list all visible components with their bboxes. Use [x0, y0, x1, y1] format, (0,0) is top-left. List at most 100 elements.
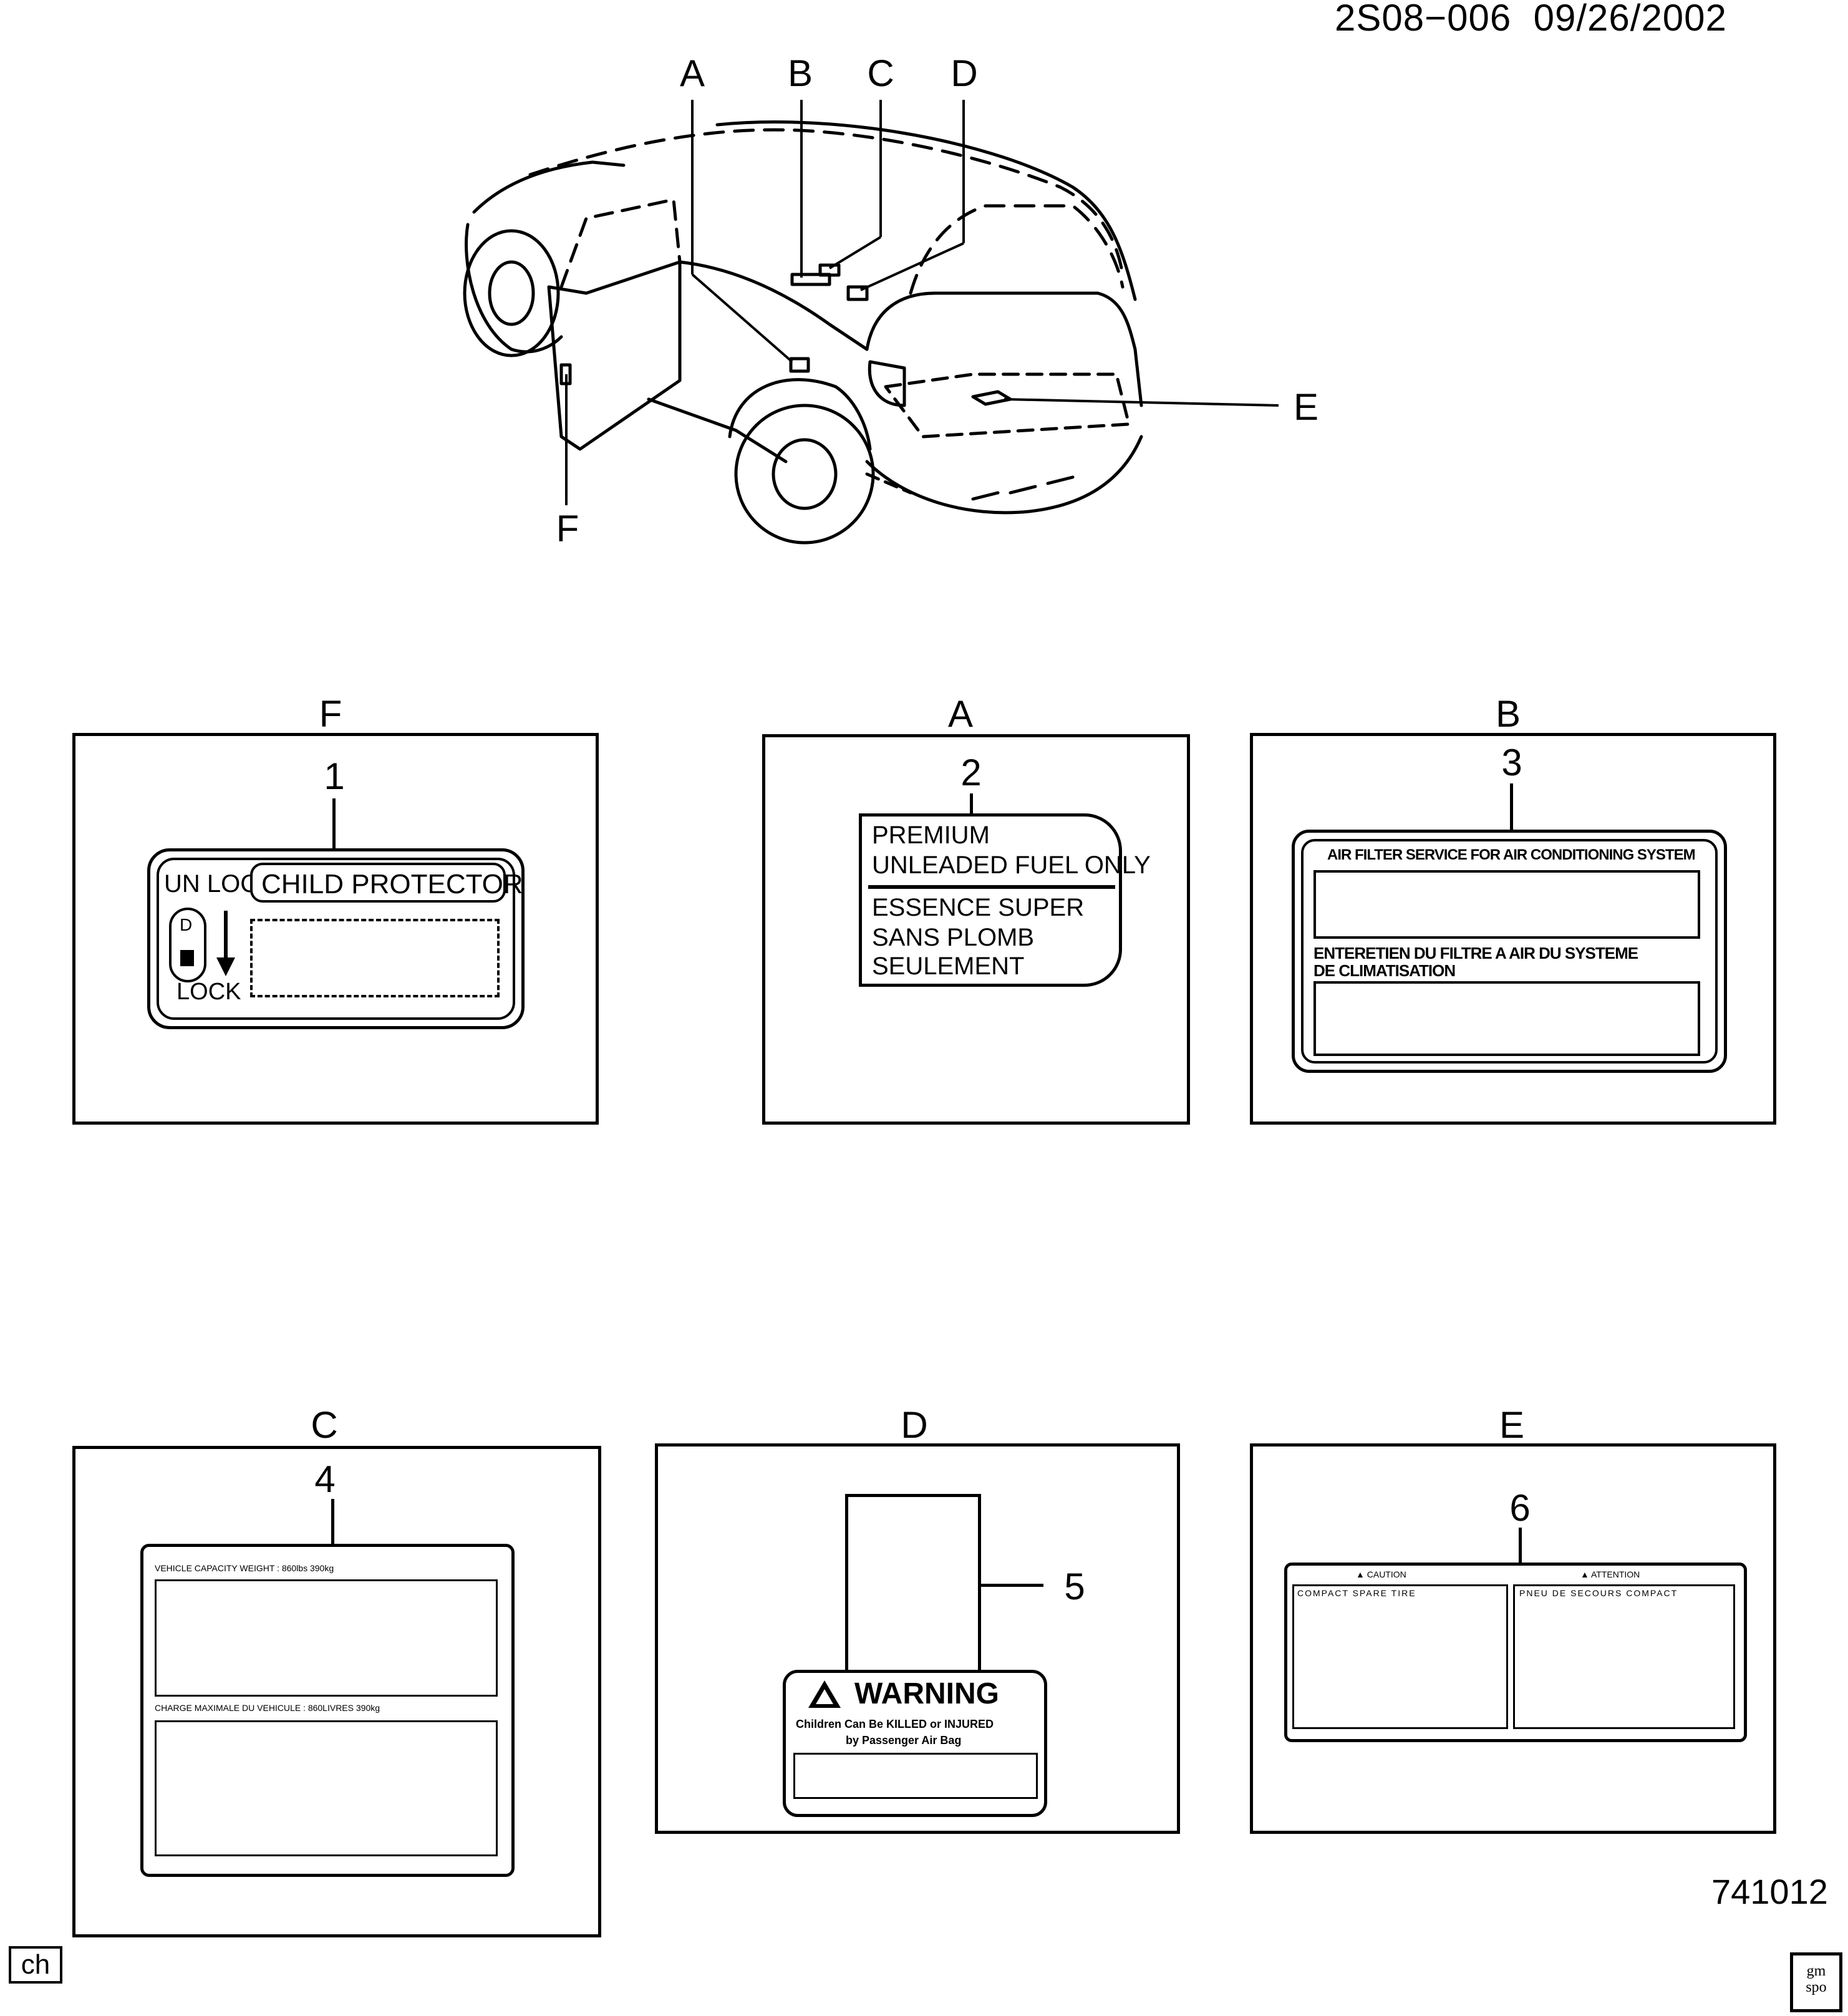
fuel-line-sans-plomb: SANS PLOMB: [872, 924, 1035, 951]
label-marker-d: [846, 285, 869, 301]
callout-e: E: [1293, 386, 1319, 428]
item-6-leader: [1519, 1528, 1522, 1565]
fuel-divider: [868, 885, 1115, 889]
vehicle-liftgate-glass: [909, 204, 1125, 295]
panel-a-letter: A: [947, 693, 974, 735]
vehicle-door-window: [559, 198, 682, 289]
air-filter-title-fr-2: DE CLIMATISATION: [1313, 961, 1456, 980]
vehicle-taillight-left: [868, 360, 906, 407]
capacity-weight-label: VEHICLE CAPACITY WEIGHT : 860lbs 390kg C…: [140, 1544, 515, 1877]
spo-logo-text: spo: [1806, 1979, 1827, 1995]
spare-caution-en: ▲ CAUTION: [1356, 1569, 1406, 1579]
airbag-label-tab: [845, 1494, 981, 1681]
item-1-number: 1: [324, 755, 345, 797]
panel-e-letter: E: [1499, 1404, 1525, 1446]
panel-a: 2 PREMIUM UNLEADED FUEL ONLY ESSENCE SUP…: [762, 734, 1190, 1125]
panel-c: 4 VEHICLE CAPACITY WEIGHT : 860lbs 390kg…: [72, 1446, 601, 1937]
panel-f: 1 UN LOCK LOCK D CHILD PROTECTOR: [72, 733, 599, 1125]
callout-c: C: [867, 52, 894, 94]
callout-a: A: [679, 52, 705, 94]
callout-d: D: [951, 52, 978, 94]
callout-b: B: [787, 52, 813, 94]
capacity-line-en: VEHICLE CAPACITY WEIGHT : 860lbs 390kg: [155, 1563, 334, 1573]
vehicle-front-wheel: [463, 229, 560, 357]
airbag-warning-label: WARNING Children Can Be KILLED or INJURE…: [783, 1670, 1047, 1817]
spare-tire-label: ▲ CAUTION ▲ ATTENTION COMPACT SPARE TIRE…: [1284, 1563, 1747, 1742]
item-6-number: 6: [1509, 1487, 1531, 1529]
panel-b-letter: B: [1495, 693, 1521, 735]
vehicle-overview-illustration: [463, 100, 1279, 545]
lock-switch-graphic: D: [169, 908, 206, 982]
vehicle-side-trim: [865, 472, 912, 495]
vehicle-rear-hub: [772, 438, 838, 510]
fuel-line-seulement: SEULEMENT: [872, 952, 1025, 980]
gm-spo-logo: gm spo: [1790, 1952, 1842, 2012]
gm-logo-text: gm: [1806, 1963, 1826, 1979]
fuel-label: PREMIUM UNLEADED FUEL ONLY ESSENCE SUPER…: [859, 813, 1151, 987]
air-filter-fr-text-area: [1313, 981, 1700, 1056]
ch-tag: ch: [9, 1946, 62, 1984]
vehicle-rear-arch: [728, 378, 872, 451]
label-marker-c: [818, 263, 841, 277]
spare-fr-column: [1513, 1584, 1735, 1729]
warning-triangle-inner: [816, 1689, 833, 1704]
vehicle-front-hood: [472, 160, 626, 214]
label-marker-b: [790, 273, 831, 286]
child-protector-title-box: CHILD PROTECTOR: [250, 863, 523, 903]
airbag-warning-text-1: Children Can Be KILLED or INJURED: [796, 1718, 994, 1730]
vehicle-rear-bumper: [865, 435, 1143, 515]
switch-d-text: D: [180, 915, 193, 934]
spare-caution-en-text: CAUTION: [1367, 1569, 1406, 1579]
vehicle-rear-roof: [715, 120, 1137, 301]
spare-caution-fr-text: ATTENTION: [1590, 1569, 1640, 1579]
child-protector-label: UN LOCK LOCK D CHILD PROTECTOR: [147, 848, 525, 1029]
item-5-leader: [981, 1584, 1043, 1587]
item-1-leader: [332, 798, 336, 855]
lock-text: LOCK: [177, 979, 241, 1005]
air-filter-label: AIR FILTER SERVICE FOR AIR CONDITIONING …: [1292, 830, 1727, 1073]
label-marker-e: [971, 390, 1012, 406]
lock-direction-arrowhead-icon: [216, 957, 235, 976]
vehicle-front-fender: [465, 223, 563, 354]
air-filter-inner: [1301, 839, 1718, 1064]
item-4-leader: [331, 1499, 334, 1561]
airbag-warning-text-area: [793, 1753, 1038, 1799]
switch-knob: [180, 950, 194, 966]
item-4-number: 4: [314, 1458, 336, 1500]
panel-d: 5 WARNING Children Can Be KILLED or INJU…: [655, 1443, 1180, 1834]
callout-f: F: [556, 508, 579, 550]
item-3-leader: [1510, 783, 1513, 833]
fuel-line-premium: PREMIUM: [872, 821, 990, 849]
vehicle-body-side: [678, 260, 869, 351]
vehicle-rocker: [647, 397, 788, 463]
panel-b: 3 AIR FILTER SERVICE FOR AIR CONDITIONIN…: [1250, 733, 1776, 1125]
vehicle-cargo-floor: [884, 372, 1131, 439]
drawing-date: 09/26/2002: [1533, 0, 1727, 39]
vehicle-open-door: [547, 260, 682, 451]
capacity-fr-box: [155, 1720, 498, 1856]
item-2-leader: [970, 793, 973, 831]
child-protector-text-area: [250, 919, 500, 997]
child-protector-title: CHILD PROTECTOR: [261, 869, 523, 899]
fuel-line-essence: ESSENCE SUPER: [872, 894, 1085, 921]
spare-col-en-title: COMPACT SPARE TIRE: [1297, 1588, 1416, 1598]
item-2-number: 2: [960, 752, 982, 793]
figure-number: 741012: [1711, 1872, 1828, 1911]
leader-e: [1004, 398, 1279, 407]
capacity-line-fr: CHARGE MAXIMALE DU VEHICULE : 860LIVRES …: [155, 1703, 380, 1713]
spare-caution-fr: ▲ ATTENTION: [1580, 1569, 1640, 1579]
airbag-warning-text-2: by Passenger Air Bag: [846, 1734, 962, 1747]
drawing-code-text: 2S08−006: [1335, 0, 1512, 39]
air-filter-title-fr-1: ENTERETIEN DU FILTRE A AIR DU SYSTEME: [1313, 944, 1638, 962]
vehicle-rear-wheel: [734, 404, 875, 545]
spare-col-fr-title: PNEU DE SECOURS COMPACT: [1519, 1588, 1678, 1598]
spare-en-column: [1292, 1584, 1508, 1729]
airbag-warning-title: WARNING: [854, 1677, 999, 1710]
vehicle-front-hub: [488, 260, 535, 326]
drawing-code: 2S08−006 09/26/2002: [1335, 0, 1727, 39]
panel-d-letter: D: [901, 1404, 928, 1446]
label-marker-a: [789, 357, 810, 373]
vehicle-roof-line: [528, 128, 1125, 276]
panel-e: 6 ▲ CAUTION ▲ ATTENTION COMPACT SPARE TI…: [1250, 1443, 1776, 1834]
air-filter-title-en: AIR FILTER SERVICE FOR AIR CONDITIONING …: [1327, 846, 1696, 863]
